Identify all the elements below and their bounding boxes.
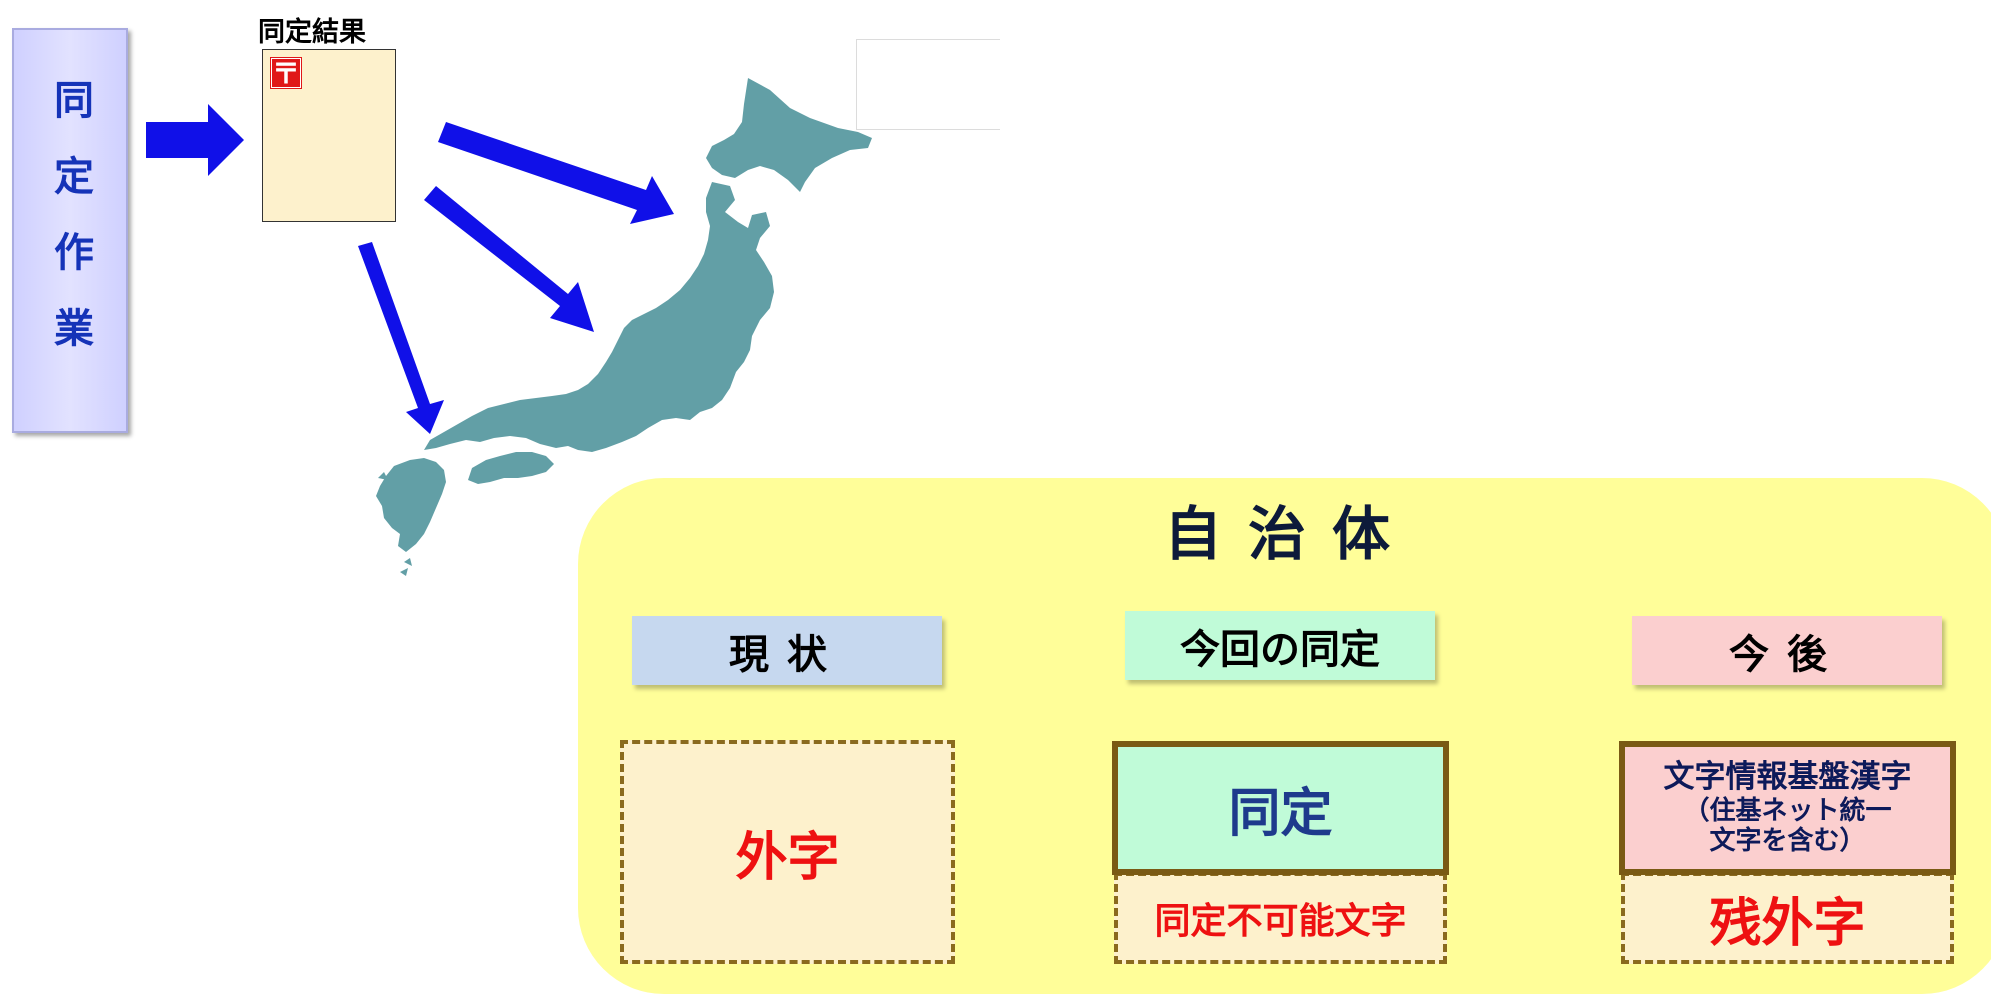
box-unidentifiable: 同定不可能文字 — [1114, 872, 1447, 964]
arrow-to-north — [438, 122, 674, 224]
kanji-line-1: 文字情報基盤漢字 — [1663, 759, 1912, 796]
box-mojijoho-kanji: 文字情報基盤漢字 （住基ネット統一 文字を含む） — [1619, 741, 1956, 875]
left-label-box: 同定作業 — [12, 28, 128, 433]
postmark-icon: 〒 — [270, 57, 302, 90]
panel-title: 自治体 — [1163, 500, 1416, 568]
kanji-line-3: 文字を含む） — [1709, 826, 1866, 857]
arrows — [146, 104, 674, 434]
box-remaining-gaiji: 残外字 — [1621, 872, 1954, 964]
result-title: 同定結果 — [258, 17, 366, 48]
box-identified: 同定 — [1112, 741, 1449, 875]
left-label-text: 同定作業 — [47, 78, 93, 383]
faded-frame — [856, 39, 1000, 130]
result-card — [262, 49, 396, 222]
arrow-to-result — [146, 104, 244, 176]
header-this-time: 今回の同定 — [1125, 611, 1435, 680]
box-current-gaiji: 外字 — [620, 740, 955, 964]
arrow-to-south — [358, 242, 444, 434]
japan-map — [376, 78, 872, 576]
header-future: 今後 — [1632, 616, 1942, 685]
kanji-line-2: （住基ネット統一 — [1683, 795, 1892, 826]
header-current: 現状 — [632, 616, 942, 685]
arrow-to-central — [424, 186, 594, 332]
postmark-glyph: 〒 — [272, 57, 301, 90]
